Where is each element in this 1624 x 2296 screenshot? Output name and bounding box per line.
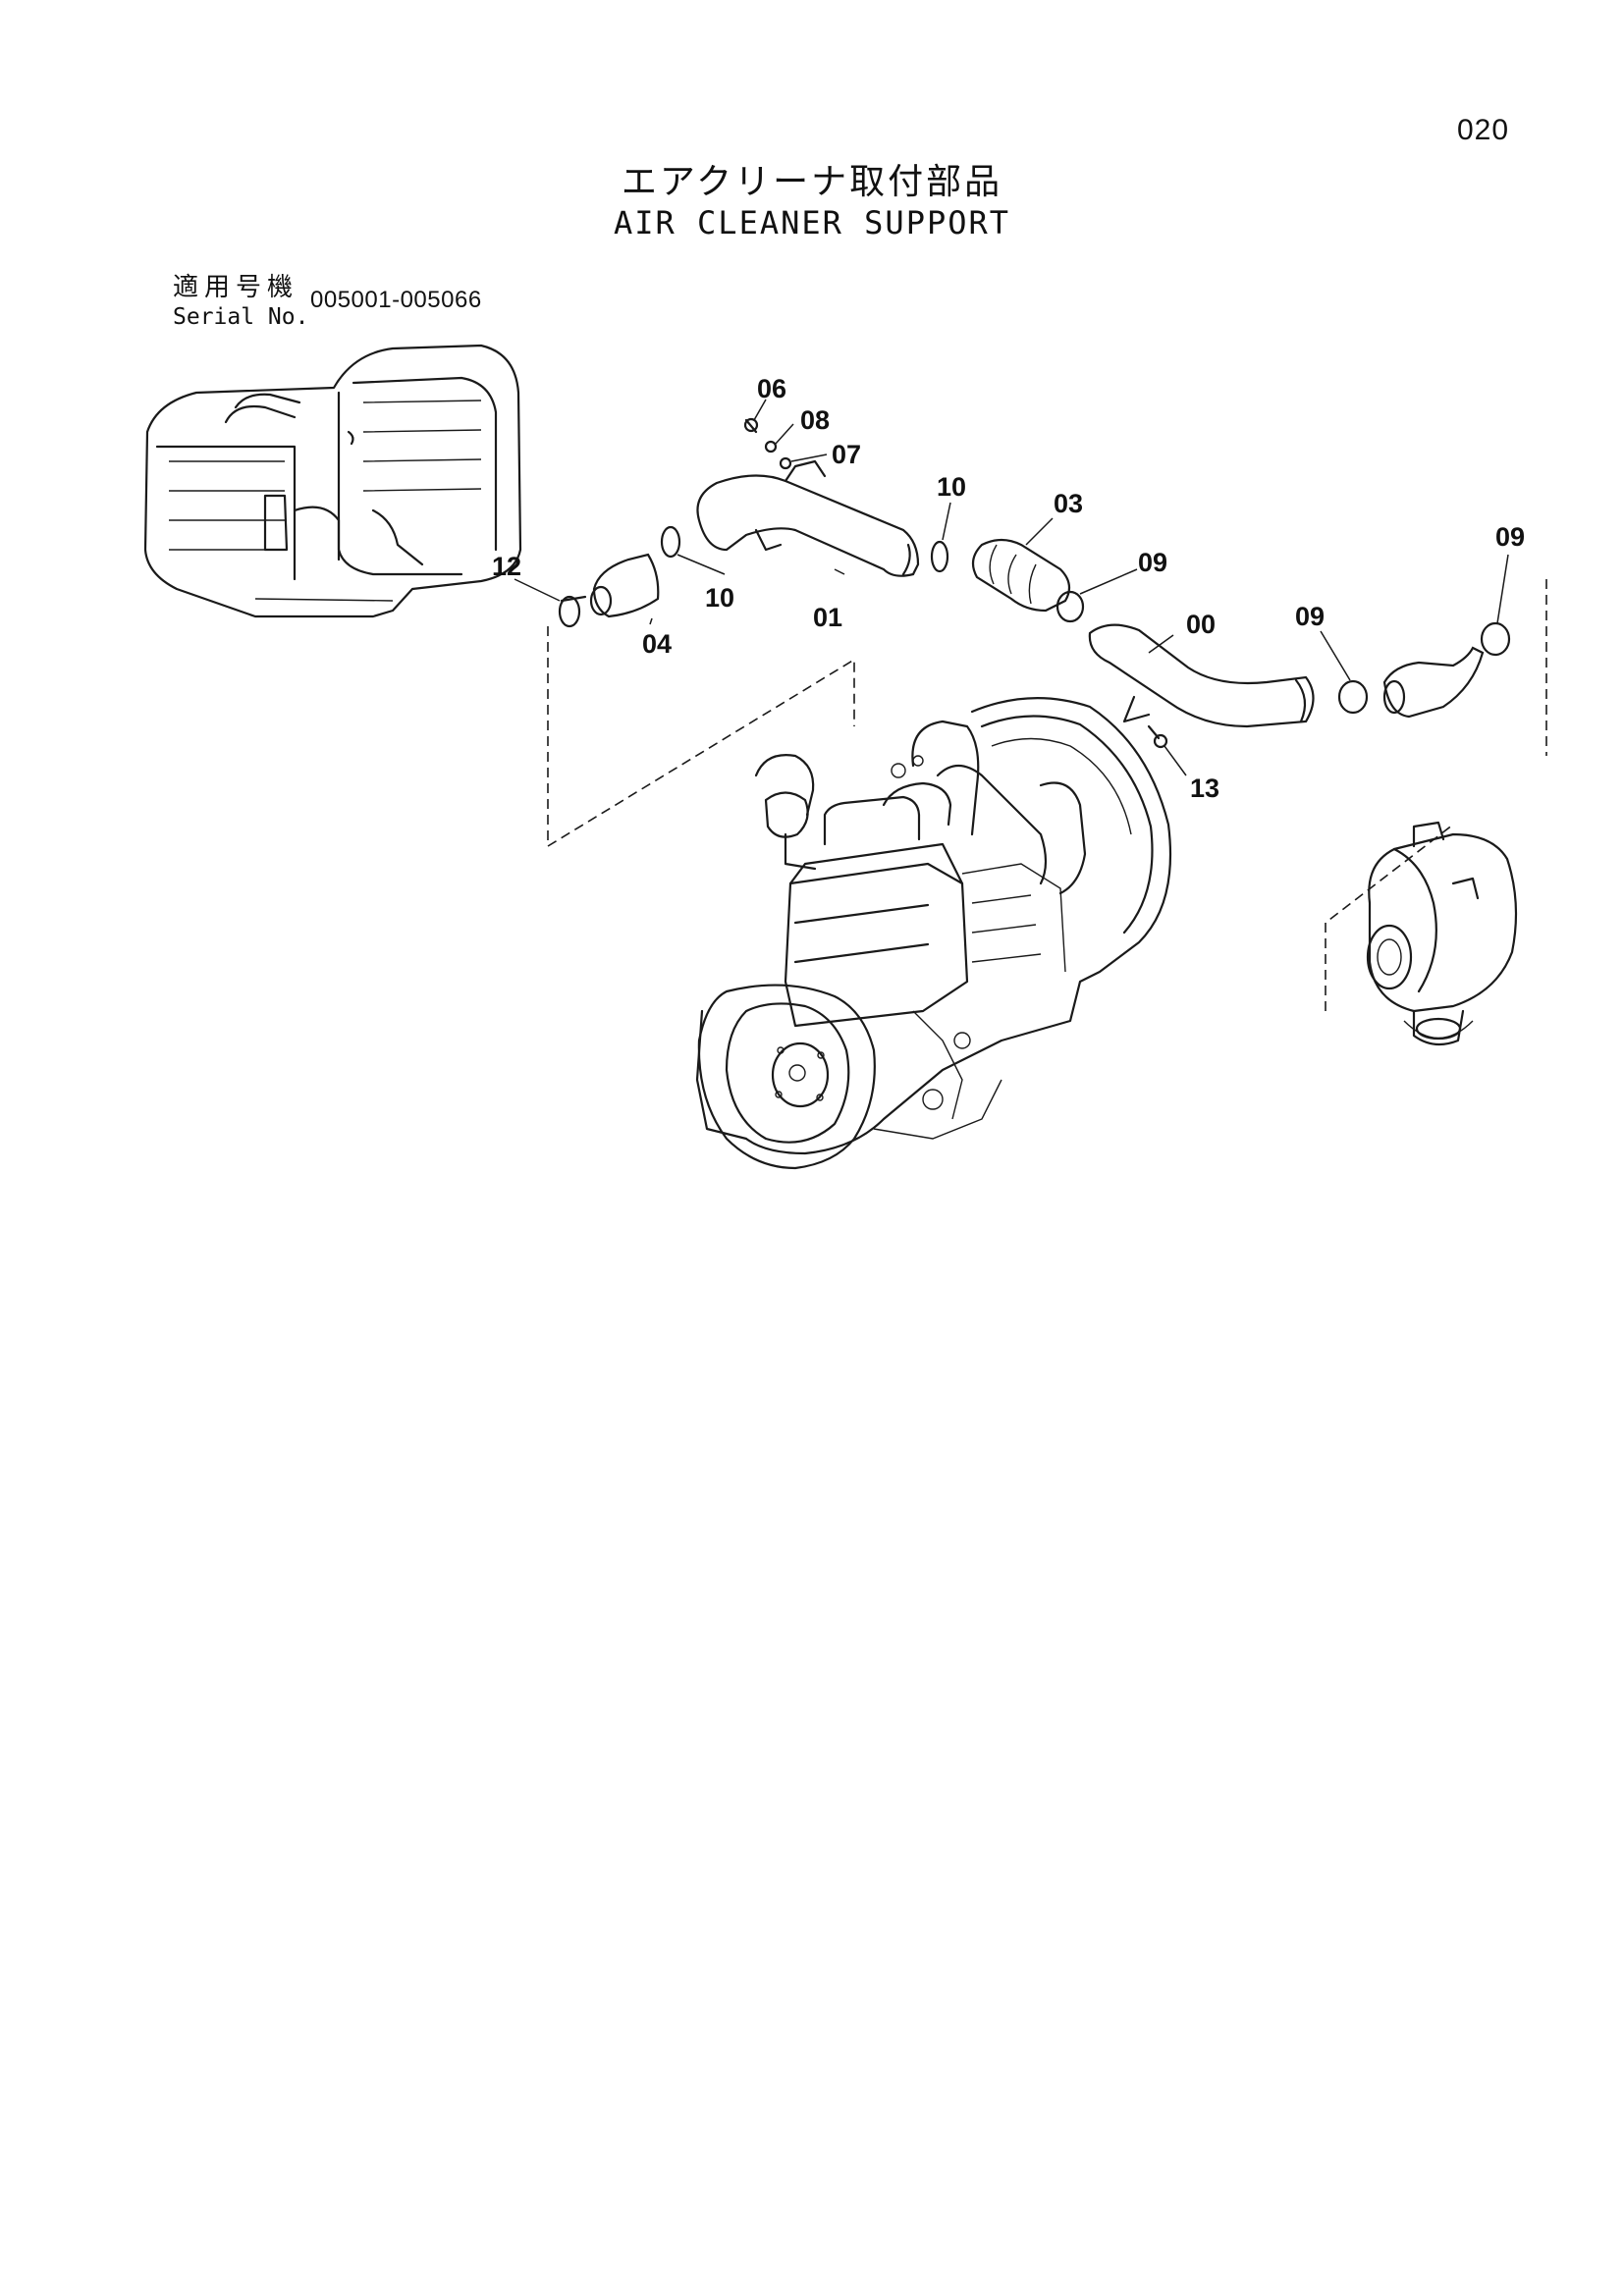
page-title-english: AIR CLEANER SUPPORT	[613, 204, 1011, 241]
callout-09-right: 09	[1495, 522, 1525, 552]
callout-03: 03	[1054, 489, 1083, 518]
callout-07: 07	[832, 440, 861, 469]
leader-lines	[514, 399, 1509, 776]
callout-10-middle: 10	[937, 472, 966, 502]
page-title-japanese: エアクリーナ取付部品	[621, 162, 1003, 202]
callout-01: 01	[813, 603, 842, 632]
callout-09-left-of-elbow: 09	[1295, 602, 1325, 631]
callout-12: 12	[492, 552, 521, 581]
callout-08: 08	[800, 405, 830, 435]
serial-label-english: Serial No.	[173, 304, 309, 330]
machine-overview-drawing	[143, 344, 522, 618]
serial-label-japanese: 適用号機	[173, 273, 299, 302]
air-cleaner-drawing	[1366, 821, 1518, 1046]
callout-10-left: 10	[705, 583, 734, 613]
callout-04: 04	[642, 629, 672, 659]
serial-number-range: 005001-005066	[310, 287, 482, 313]
callout-06: 06	[757, 374, 786, 403]
callout-00: 00	[1186, 610, 1216, 639]
callout-labels: 06 08 07 10 10 03 09 00 09 09 12 04 01 1…	[492, 374, 1525, 803]
hose-assembly-drawing	[547, 417, 1547, 1011]
page-number: 020	[1457, 114, 1510, 146]
engine-drawing	[695, 697, 1172, 1170]
callout-09-middle: 09	[1138, 548, 1167, 577]
callout-13: 13	[1190, 774, 1219, 803]
